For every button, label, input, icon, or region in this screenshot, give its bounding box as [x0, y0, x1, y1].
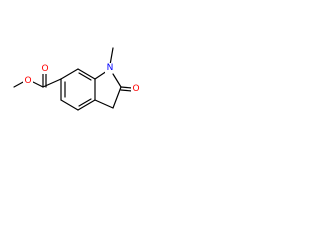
- bond-carbonyl-ch2: [112, 86, 122, 109]
- atom-label-ring-nitrogen: N: [107, 63, 114, 73]
- bond-lactam-carbonyl-2: [120, 89, 133, 92]
- atom-label-lactam-oxygen: O: [132, 84, 139, 94]
- atom-label-ester-carbonyl-oxygen: O: [41, 64, 48, 74]
- bond-ring-3: [77, 99, 96, 111]
- molecule-structure: O O N O: [13, 47, 141, 111]
- bond-n-carbonyl: [112, 73, 122, 88]
- bond-ring-inner-3: [78, 72, 92, 81]
- bond-lactam-carbonyl-1: [120, 86, 133, 89]
- bond-ring-inner-2: [78, 98, 92, 107]
- bond-n-methyl: [109, 47, 114, 66]
- bond-ch2-c3a: [94, 99, 114, 109]
- bond-ring-5: [77, 68, 96, 80]
- bond-ring-6: [60, 68, 79, 80]
- bond-ring-2: [60, 99, 79, 111]
- bond-ester-to-ring: [42, 78, 62, 88]
- atom-label-ester-oxygen: O: [24, 76, 31, 86]
